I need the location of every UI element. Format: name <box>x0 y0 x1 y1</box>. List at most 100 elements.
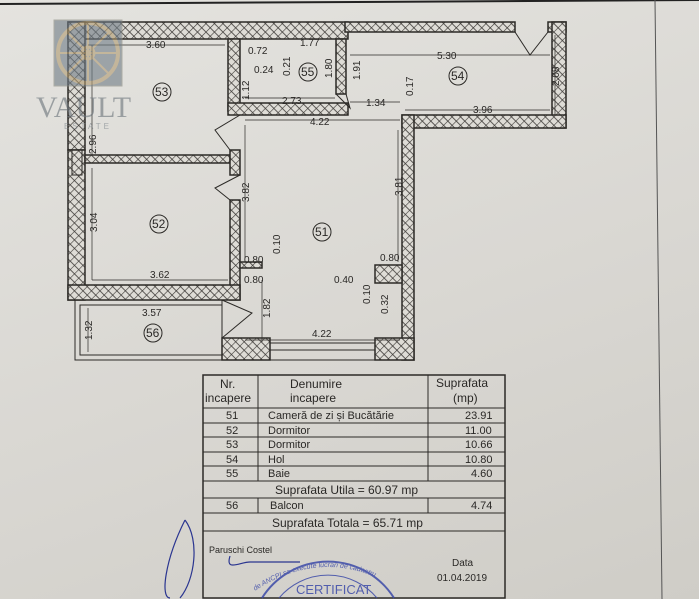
doors <box>214 31 549 339</box>
table-row-area: 23.91 <box>465 410 493 422</box>
table-row-area: 11.00 <box>465 425 492 437</box>
door-53 <box>214 114 241 151</box>
table-row-name: Dormitor <box>268 439 311 451</box>
header-name: incapere <box>290 391 336 405</box>
room-markers: 51 52 53 54 55 56 <box>143 62 468 343</box>
wall-right-51 <box>401 114 415 361</box>
table-row-name: Hol <box>268 454 285 466</box>
dimension-lines <box>85 35 556 352</box>
dim-label: 3.96 <box>473 105 493 116</box>
suprafata-utila: Suprafata Utila = 60.97 mp <box>275 483 418 497</box>
wall-53-52 <box>84 154 231 164</box>
table-row-nr: 56 <box>226 500 238 512</box>
table-row-name: Dormitor <box>268 425 311 437</box>
paper-edge-right <box>654 0 663 599</box>
watermark-sub: ESTATE <box>64 122 112 131</box>
table-row-area: 4.74 <box>471 500 492 512</box>
dim-label: 1.34 <box>366 98 386 109</box>
dim-label: 2.96 <box>88 134 99 154</box>
door-56 <box>221 299 253 339</box>
dim-label: 1.77 <box>300 38 320 49</box>
dim-label: 0.72 <box>248 46 268 57</box>
wall-51-upper <box>229 149 241 176</box>
dim-label: 0.80 <box>244 255 264 266</box>
stamp-inner-ring <box>278 574 378 599</box>
date-value: 01.04.2019 <box>437 573 487 584</box>
dim-label: 1.32 <box>84 320 95 340</box>
walls <box>67 21 567 361</box>
dim-label: 1.80 <box>324 58 335 78</box>
dim-label: 3.57 <box>142 308 162 319</box>
wall-55-54 <box>335 38 347 95</box>
header-nr: incapere <box>205 391 251 405</box>
header-area: (mp) <box>453 391 478 405</box>
dim-label: 4.22 <box>310 117 330 128</box>
watermark-brand: VAULT <box>36 91 131 124</box>
dim-label: 4.22 <box>312 329 332 340</box>
dim-label: 0.21 <box>282 56 293 76</box>
door-52 <box>214 174 241 201</box>
table-row-nr: 54 <box>226 454 238 466</box>
window-51 <box>269 342 376 361</box>
door-entrance <box>514 31 549 56</box>
dim-label: 5.30 <box>437 51 457 62</box>
table-row-area: 10.66 <box>465 439 493 451</box>
wall-52-56 <box>67 284 241 301</box>
table-row-nr: 53 <box>226 439 238 451</box>
header-nr: Nr. <box>220 377 235 391</box>
table-row-nr: 52 <box>226 425 238 437</box>
paper-edge-top <box>0 0 699 5</box>
room-id-52: 52 <box>152 217 166 231</box>
table-text: Nr. incapere Denumire incapere Suprafata… <box>205 376 493 584</box>
rooms-table <box>202 374 506 599</box>
table-row-area: 4.60 <box>471 468 492 480</box>
wall-bottom-54 <box>401 114 567 129</box>
certification-stamp: de ANCPI sa execute lucrari de cadastru … <box>252 560 395 599</box>
header-name: Denumire <box>290 377 342 391</box>
table-row-nr: 51 <box>226 410 238 422</box>
room-id-55: 55 <box>301 65 315 79</box>
wall-53-55 <box>227 38 241 112</box>
dim-label: 3.82 <box>241 182 252 202</box>
stamp-title: CERTIFICAT <box>296 582 371 597</box>
table-row-area: 10.80 <box>465 454 493 466</box>
dim-label: 0.10 <box>362 284 373 304</box>
author-name: Paruschi Costel <box>209 545 272 555</box>
table-row-nr: 55 <box>226 468 238 480</box>
dim-label: 0.10 <box>272 234 283 254</box>
dim-label: 3.62 <box>150 270 170 281</box>
wall-stub-right <box>374 264 403 284</box>
dim-label: 1.82 <box>262 298 273 318</box>
wall-top-54 <box>344 21 516 33</box>
dim-label: 0.24 <box>254 65 274 76</box>
dim-label: 3.81 <box>394 176 405 196</box>
dimension-labels: 3.60 2.96 0.72 1.77 0.24 0.21 1.80 1.12 … <box>84 38 562 340</box>
date-label: Data <box>452 558 474 569</box>
dim-label: 3.60 <box>146 40 166 51</box>
dim-label: 0.17 <box>405 76 416 96</box>
header-area: Suprafata <box>436 376 488 390</box>
dim-label: 2.08 <box>551 66 562 86</box>
table-row-name: Balcon <box>270 500 304 512</box>
dim-label: 1.12 <box>241 80 252 100</box>
room-id-53: 53 <box>155 85 169 99</box>
wall-bottom-right <box>374 337 415 361</box>
wall-55-bottom <box>227 102 349 116</box>
door-55 <box>335 93 352 110</box>
dim-label: 0.80 <box>380 253 400 264</box>
wall-stub-left <box>239 261 263 269</box>
dim-label: 0.80 <box>244 275 264 286</box>
table-row-name: Cameră de zi și Bucătărie <box>268 410 394 422</box>
dim-label: 0.32 <box>380 294 391 314</box>
wall-bottom-left <box>221 337 271 361</box>
table-row-name: Baie <box>268 468 290 480</box>
dim-label: 1.91 <box>352 60 363 80</box>
window-left <box>71 149 83 176</box>
vault-estate-watermark: VAULT ESTATE <box>36 19 131 131</box>
dim-label: 2.73 <box>282 96 302 107</box>
room-id-54: 54 <box>451 69 465 83</box>
room-id-56: 56 <box>146 326 160 340</box>
stamp-outer-ring <box>261 560 395 599</box>
